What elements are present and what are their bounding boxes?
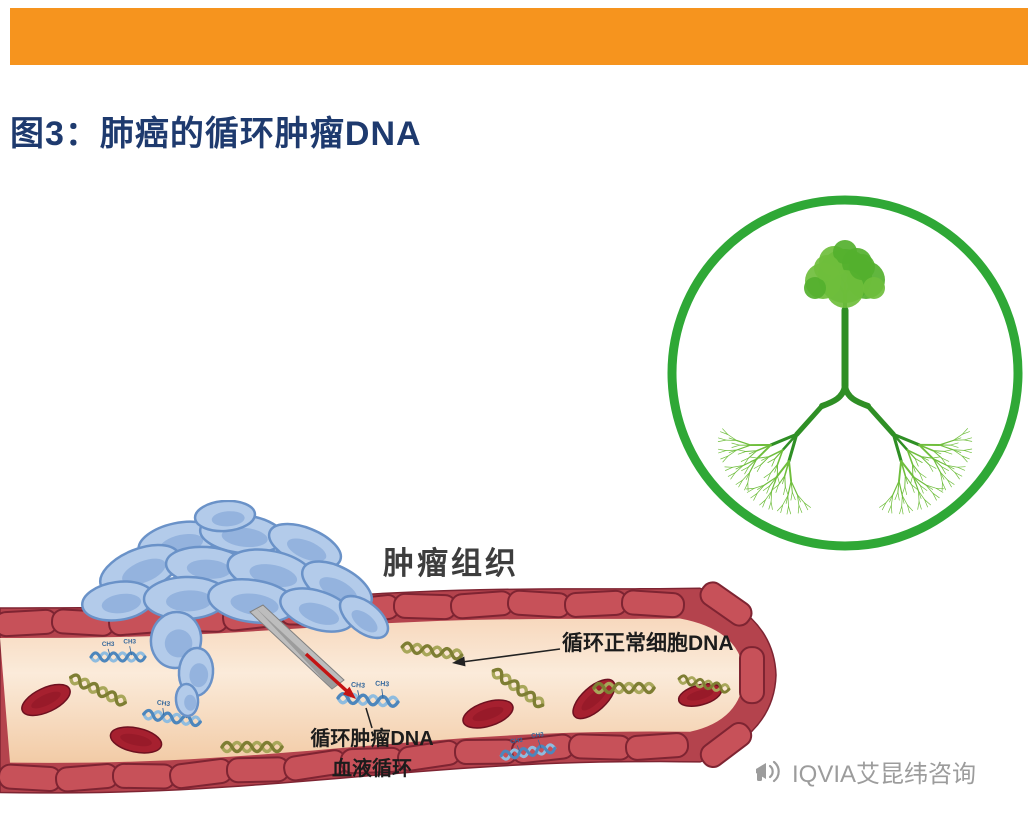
watermark: IQVIA艾昆纬咨询	[753, 754, 976, 789]
figure-title: 图3：肺癌的循环肿瘤DNA	[10, 115, 422, 153]
svg-text:CH3: CH3	[351, 682, 366, 690]
svg-text:CH3: CH3	[375, 680, 390, 688]
svg-text:CH3: CH3	[102, 641, 115, 648]
megaphone-icon	[756, 760, 780, 782]
svg-text:CH3: CH3	[531, 731, 545, 740]
svg-text:CH3: CH3	[123, 639, 136, 646]
orange-header-bar	[10, 8, 1028, 65]
tumor-dna-label-line2: 血液循环	[332, 758, 412, 780]
blood-vessel-illustration: CH3CH3CH3CH3CH3CH3CH3CH3	[0, 500, 780, 817]
blood-vessel-art: CH3CH3CH3CH3CH3CH3CH3CH3	[0, 500, 777, 794]
svg-text:CH3: CH3	[510, 737, 524, 746]
green-lungs-icon	[667, 195, 1023, 551]
watermark-text: IQVIA艾昆纬咨询	[792, 761, 977, 788]
tumor-tissue-label: 肿瘤组织	[383, 546, 519, 581]
tumor-dna-label: 循环肿瘤DNA 血液循环	[282, 724, 462, 784]
normal-dna-label: 循环正常细胞DNA	[562, 632, 734, 655]
svg-text:CH3: CH3	[156, 699, 170, 708]
tumor-dna-label-line1: 循环肿瘤DNA	[310, 728, 434, 750]
lung-illustration-circle	[656, 184, 1028, 562]
